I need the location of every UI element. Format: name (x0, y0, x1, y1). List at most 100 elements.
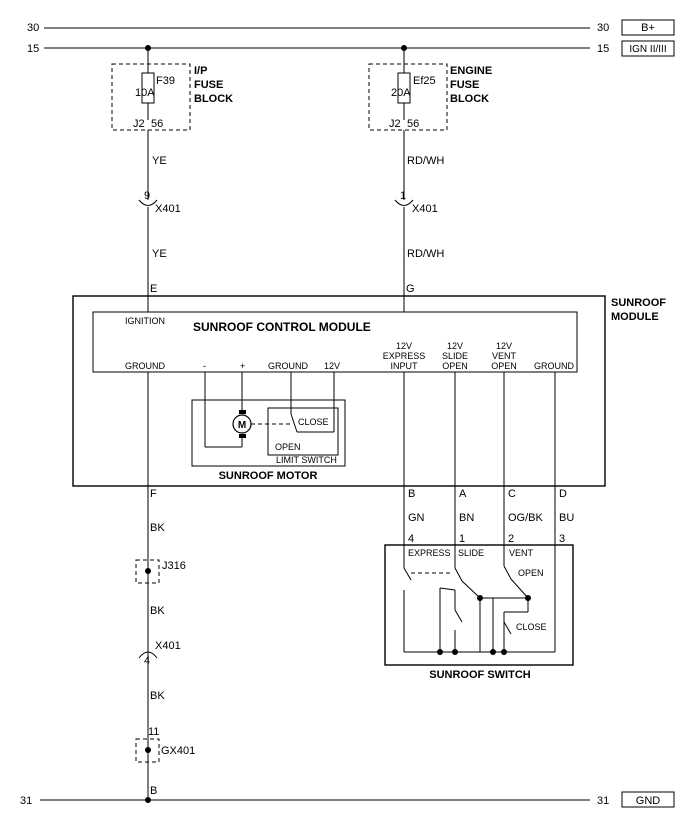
wire-rdwh-2: RD/WH (407, 248, 444, 260)
sunroof-switch: EXPRESS SLIDE VENT OPEN CLOSE (384, 544, 574, 681)
fuse-ef25-pin-right: 56 (407, 118, 419, 130)
conn-x401-pin-9: 9 (144, 190, 150, 202)
rail-31-left-label: 31 (20, 795, 32, 807)
rail-15-tag-box (621, 40, 675, 57)
out-pin-a: A (459, 488, 467, 500)
fuse-f39-rating: 10A (135, 87, 155, 99)
splice-j316-label: J316 (162, 560, 186, 572)
left-feed-wire: YE 9 X401 YE E (138, 130, 181, 296)
rail-30-left-label: 30 (27, 22, 39, 34)
limit-switch-box (267, 407, 339, 456)
fuse-f39-name: F39 (156, 75, 175, 87)
ip-fuse-title-1: I/P (194, 65, 207, 77)
switch-express-label: EXPRESS (408, 548, 451, 558)
sw-pin-1: 1 (459, 533, 465, 545)
rail-30-tag: B+ (641, 22, 655, 34)
rail-31-tag-box (621, 791, 675, 808)
vent-label-3: OPEN (491, 361, 517, 371)
sunroof-switch-box (384, 544, 574, 666)
express-label-2: EXPRESS (383, 351, 426, 361)
wire-rdwh-1: RD/WH (407, 155, 444, 167)
sunroof-switch-title: SUNROOF SWITCH (429, 669, 530, 681)
rail-31-right-label: 31 (597, 795, 609, 807)
slide-label-3: OPEN (442, 361, 468, 371)
switch-harness: B GN 4 A BN 1 C OG/BK 2 D BU 3 (403, 486, 574, 545)
splice-gx401-label: GX401 (161, 745, 195, 757)
wire-ye-2: YE (152, 248, 167, 260)
engine-fuse-title-3: BLOCK (450, 93, 489, 105)
conn-x401-name-3: X401 (155, 640, 181, 652)
out-pin-d: D (559, 488, 567, 500)
motor-minus-label: - (203, 361, 206, 371)
sunroof-motor: M CLOSE OPEN LIMIT SWITCH SUNROOF MOTOR (191, 372, 346, 482)
rail-15-left-label: 15 (27, 43, 39, 55)
fuse-ef25-name: Ef25 (413, 75, 436, 87)
conn-x401-pin-4: 4 (144, 655, 150, 667)
ground-mid-label: GROUND (268, 361, 308, 371)
out-wire-gn: GN (408, 512, 425, 524)
sunroof-module-title-1: SUNROOF (611, 297, 666, 309)
ip-fuse-title-2: FUSE (194, 79, 223, 91)
splice-gx401-pin: 11 (148, 726, 159, 738)
rail-15-tag: IGN II/III (629, 44, 666, 55)
express-label-3: INPUT (391, 361, 419, 371)
wire-bk-3: BK (150, 690, 165, 702)
switch-open-label: OPEN (518, 568, 544, 578)
fuse-ef25-pin-left: J2 (389, 118, 401, 130)
sw-pin-3: 3 (559, 533, 565, 545)
vent-label-1: 12V (496, 341, 512, 351)
connector-x401-left-symbol (138, 199, 158, 206)
sunroof-motor-title: SUNROOF MOTOR (219, 470, 318, 482)
rail-30-right-label: 30 (597, 22, 609, 34)
vent-label-2: VENT (492, 351, 517, 361)
rail-31: 31 31 GND (20, 791, 675, 808)
out-pin-c: C (508, 488, 516, 500)
engine-fuse-title-2: FUSE (450, 79, 479, 91)
switch-slide-label: SLIDE (458, 548, 484, 558)
motor-plus-label: + (240, 361, 245, 371)
express-label-1: 12V (396, 341, 412, 351)
engine-fuse-block: Ef25 20A J2 56 ENGINE FUSE BLOCK (368, 48, 492, 131)
rail-15-right-label: 15 (597, 43, 609, 55)
out-pin-b: B (408, 488, 415, 500)
module-pin-g: G (406, 283, 415, 295)
module-pin-e: E (150, 283, 157, 295)
ip-fuse-block: F39 10A J2 56 I/P FUSE BLOCK (111, 48, 233, 131)
splice-j316-box (135, 559, 160, 584)
wire-bk-2: BK (150, 605, 165, 617)
slide-label-2: SLIDE (442, 351, 468, 361)
rail-30: 30 30 B+ (27, 19, 675, 36)
ip-fuse-title-3: BLOCK (194, 93, 233, 105)
switch-vent-label: VENT (509, 548, 534, 558)
sunroof-module: SUNROOF MODULE IGNITION SUNROOF CONTROL … (72, 295, 666, 487)
sunroof-motor-box (191, 399, 346, 467)
engine-fuse-title-1: ENGINE (450, 65, 492, 77)
sunroof-module-box (72, 295, 606, 487)
gnd-node-b: B (150, 785, 157, 797)
limit-switch-label: LIMIT SWITCH (276, 455, 337, 465)
right-feed-wire: RD/WH 1 X401 RD/WH G (394, 130, 444, 296)
control-module-title: SUNROOF CONTROL MODULE (193, 320, 371, 334)
limit-close-label: CLOSE (298, 417, 329, 427)
ground-right-label: GROUND (534, 361, 574, 371)
sw-pin-2: 2 (508, 533, 514, 545)
rail-31-tag: GND (636, 795, 661, 807)
connector-x401-right-symbol (394, 199, 414, 206)
ground-path: F BK J316 BK X401 4 BK 11 GX401 B (135, 486, 195, 803)
ignition-label: IGNITION (125, 316, 165, 326)
out-wire-bn: BN (459, 512, 474, 524)
sw-pin-4: 4 (408, 533, 414, 545)
wire-bk-1: BK (150, 522, 165, 534)
module-pin-f: F (150, 488, 157, 500)
slide-label-1: 12V (447, 341, 463, 351)
fuse-ef25-rating: 20A (391, 87, 411, 99)
splice-gx401-box (135, 738, 160, 763)
out-wire-bu: BU (559, 512, 574, 524)
motor-m-label: M (238, 420, 246, 431)
fuse-f39-pin-right: 56 (151, 118, 163, 130)
v12-label: 12V (324, 361, 340, 371)
limit-open-label: OPEN (275, 442, 301, 452)
ground-left-label: GROUND (125, 361, 165, 371)
